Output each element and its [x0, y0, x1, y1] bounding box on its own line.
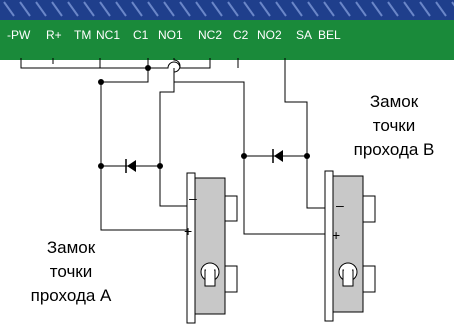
lock-a-latch-bottom	[224, 265, 238, 293]
keyhole-mask	[344, 268, 352, 273]
terminal-screw-mark	[179, 1, 191, 17]
terminal-screw-mark	[131, 1, 143, 17]
terminal-block: -PW R+ TM NC1 C1 NO1 NC2 C2 NO2 SA BEL	[0, 0, 454, 60]
junction-dot	[98, 79, 104, 85]
junction-dot	[304, 153, 310, 159]
terminal-screw-mark	[3, 1, 15, 17]
terminal-label-c1: C1	[133, 28, 149, 42]
caption-line: прохода В	[353, 140, 435, 159]
lock-a-caption: Замок точки прохода А	[0, 236, 142, 308]
junction-dot	[145, 65, 151, 71]
caption-line: прохода А	[30, 286, 112, 305]
lock-b-flange	[324, 170, 334, 322]
caption-line: Замок	[46, 238, 96, 257]
terminal-screw-marks	[3, 1, 454, 17]
terminal-label-bel: BEL	[318, 28, 341, 42]
lock-b-latch-bottom	[362, 265, 376, 293]
terminal-screw-mark	[243, 1, 255, 17]
terminal-label-no2: NO2	[257, 28, 282, 42]
lock-a: – +	[184, 172, 238, 324]
terminal-screw-mark	[387, 1, 399, 17]
terminal-screw-mark	[115, 1, 127, 17]
caption-line: точки	[372, 116, 416, 135]
keyhole-mask	[206, 268, 214, 273]
junction-dot	[241, 153, 247, 159]
terminal-screw-mark	[147, 1, 159, 17]
terminal-label-sa: SA	[296, 28, 312, 42]
diode-a-triangle	[127, 160, 136, 172]
diode-a	[125, 159, 136, 173]
diode-b	[272, 149, 283, 163]
terminal-screw-mark	[275, 1, 287, 17]
lock-a-plus-label: +	[184, 223, 192, 239]
diode-b-triangle	[274, 150, 283, 162]
terminal-screw-mark	[355, 1, 367, 17]
terminal-screw-mark	[99, 1, 111, 17]
lock-b-minus-label: –	[336, 197, 344, 213]
terminal-screw-mark	[51, 1, 63, 17]
terminal-screw-mark	[435, 1, 447, 17]
terminal-screw-mark	[211, 1, 223, 17]
terminal-screw-mark	[419, 1, 431, 17]
terminal-label-no1: NO1	[158, 28, 183, 42]
terminal-screw-mark	[339, 1, 351, 17]
terminal-label-pw: -PW	[7, 28, 31, 42]
junction-dot	[157, 163, 163, 169]
terminal-screw-mark	[19, 1, 31, 17]
terminal-screw-mark	[307, 1, 319, 17]
caption-line: Замок	[369, 92, 419, 111]
caption-line: точки	[49, 262, 93, 281]
lock-a-minus-label: –	[189, 190, 197, 206]
wire-pw	[20, 58, 148, 69]
lock-b: – +	[324, 170, 376, 322]
terminal-label-nc1: NC1	[96, 28, 120, 42]
terminal-screw-mark	[195, 1, 207, 17]
terminal-screw-mark	[163, 1, 175, 17]
lock-a-keyhole-icon	[200, 262, 220, 287]
terminal-label-c2: C2	[233, 28, 249, 42]
lock-b-plus-label: +	[332, 227, 340, 243]
terminal-label-nc2: NC2	[198, 28, 222, 42]
terminal-screw-strip	[0, 0, 454, 20]
wire-no1	[159, 58, 189, 207]
terminal-screw-mark	[403, 1, 415, 17]
terminal-label-tm: TM	[74, 28, 91, 42]
terminal-screw-mark	[35, 1, 47, 17]
junction-dot	[98, 163, 104, 169]
terminal-label-r-plus: R+	[46, 28, 62, 42]
lock-b-latch-top	[362, 195, 376, 223]
terminal-screw-mark	[259, 1, 271, 17]
junctions	[98, 65, 310, 169]
terminal-labels: -PW R+ TM NC1 C1 NO1 NC2 C2 NO2 SA BEL	[7, 28, 341, 42]
wires	[20, 58, 327, 235]
terminal-screw-mark	[371, 1, 383, 17]
lock-b-body	[332, 175, 364, 313]
terminal-screw-mark	[291, 1, 303, 17]
terminal-screw-mark	[227, 1, 239, 17]
terminal-screw-mark	[323, 1, 335, 17]
wire-no2	[284, 58, 327, 209]
lock-a-latch-top	[224, 195, 238, 222]
lock-b-keyhole-icon	[338, 262, 358, 287]
lock-b-caption: Замок точки прохода В	[330, 90, 454, 162]
terminal-screw-mark	[83, 1, 95, 17]
lock-a-body	[194, 177, 226, 315]
terminal-screw-mark	[67, 1, 79, 17]
